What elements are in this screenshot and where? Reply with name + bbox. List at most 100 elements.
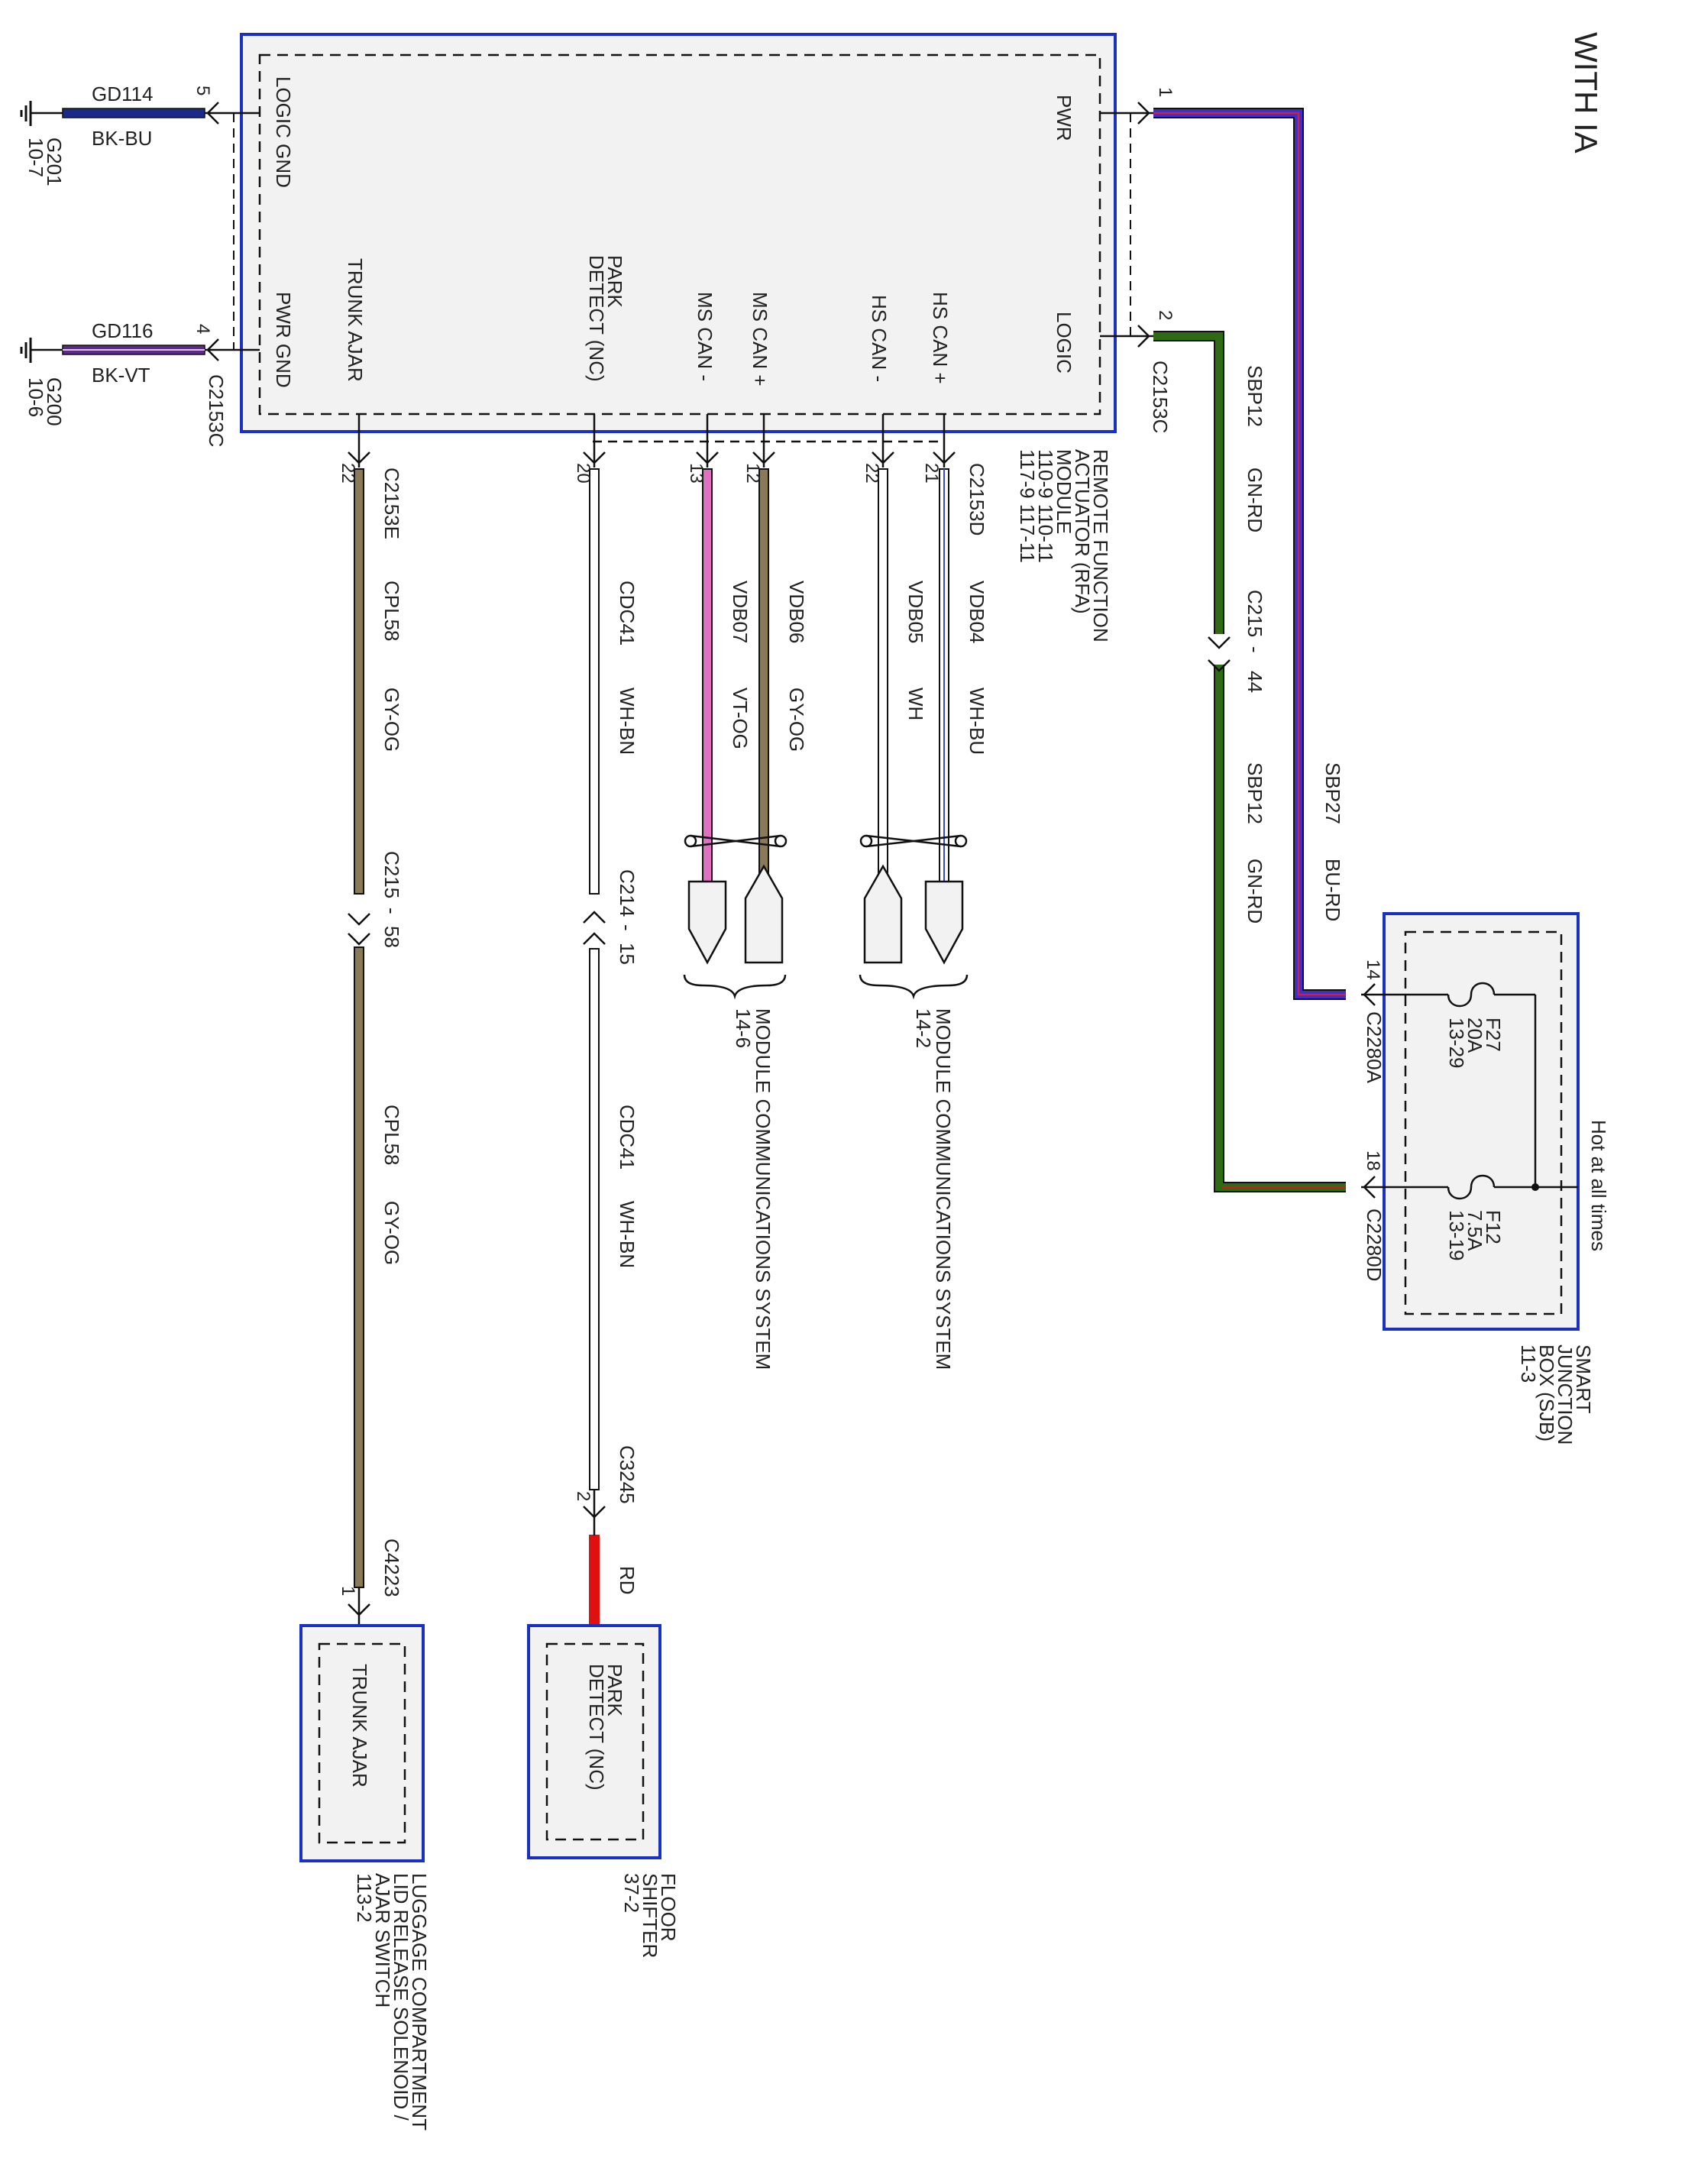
pin-label-ms-can-minus: MS CAN - [694,292,716,381]
pwr-sjb-pin: 14 [1363,959,1383,980]
park-detect-inline: C214 [616,869,639,917]
pin-label-logic: LOGIC [1053,312,1075,374]
park-detect-inline-pin: 15 [616,943,639,965]
logic-circuit: SBP12 [1244,365,1266,427]
connector-c2153c-left: C2153C [205,374,228,447]
wire-logic-sbp12: 2 C2153C SBP12 GN-RD C215 - 44 SBP12 GN-… [1100,310,1346,1192]
trunk-ajar-end-conn: C4223 [380,1539,403,1597]
ground-g200: GD116 BK-VT 4 G200 10-6 C2153C [20,319,260,447]
luggage-name-1: LUGGAGE COMPARTMENT [408,1873,431,2131]
pin-label-logic-gnd: LOGIC GND [272,76,295,188]
trunk-ajar-pin: 22 [338,463,358,484]
ground-circuit-gd116: GD116 [92,319,153,342]
wire-hs-can-plus: 21 C2153D VDB04 WH-BU [921,414,988,965]
wire-park-detect: 20 CDC41 WH-BN C214 - 15 CDC41 WH-BN C32… [573,414,639,1626]
hs-can-twist-icon [859,834,968,848]
ms-can-plus-circuit: VDB06 [785,581,808,643]
trunk-ajar-inline-dash: - [380,908,403,914]
pwr-color: BU-RD [1321,859,1344,921]
trunk-ajar-color: GY-OG [380,688,403,752]
wire-ms-can-minus: 13 VDB07 VT-OG [686,414,752,965]
connector-c2153d: C2153D [965,463,988,535]
hs-can-brace-icon [859,974,969,1000]
rfa-module-box [240,33,1117,433]
floor-shifter-pin-label-1: PARK [603,1664,626,1717]
diagram-title: WITH IA [1568,32,1604,154]
floor-shifter-name-1: FLOOR [657,1873,680,1942]
ms-can-plus-pin: 12 [742,463,763,484]
ground-name-g201: G201 [43,138,66,186]
wire-trunk-ajar: 22 C2153E CPL58 GY-OG C215 - 58 CPL58 GY… [338,414,403,1635]
ground-pin-gd116: 4 [192,324,213,334]
fuse-f27-page: 13-29 [1445,1018,1468,1069]
ms-can-minus-color: VT-OG [729,688,752,749]
ms-can-minus-circuit: VDB07 [729,581,752,643]
pin-label-pwr: PWR [1053,95,1075,141]
trunk-ajar-circuit: CPL58 [380,581,403,642]
trunk-ajar-end-pin: 1 [338,1586,358,1596]
module-comm-14-2: MODULE COMMUNICATIONS SYSTEM 14-2 [912,1008,955,1370]
fuse-f12-icon [1447,1174,1496,1200]
svg-text:SMART: SMART [1572,1344,1595,1414]
fuse-f27-name: F27 [1482,1018,1505,1052]
hs-can-plus-color: WH-BU [965,688,988,755]
hs-can-plus-circuit: VDB04 [965,581,988,643]
floor-shifter-pin-label-2: DETECT (NC) [585,1664,608,1791]
logic-circuit-2: SBP12 [1244,762,1266,824]
svg-text:ACTUATOR (RFA): ACTUATOR (RFA) [1071,449,1094,614]
floor-shifter-inner [545,1642,645,1841]
park-detect-color-2: WH-BN [616,1201,639,1268]
floor-shifter-box [527,1624,661,1859]
sjb-name: SMART JUNCTION BOX (SJB) 11-3 [1517,1344,1595,1445]
fuse-f12-name: F12 [1482,1210,1505,1244]
svg-text:MODULE: MODULE [1053,449,1075,534]
luggage-name-4: 113-2 [353,1873,376,1923]
pin-label-park-detect: PARK [603,255,626,309]
fuse-f27-rating: 20A [1463,1018,1486,1053]
pin-label-park-detect-2: DETECT (NC) [585,255,608,382]
hs-can-minus-pin: 22 [862,463,882,484]
svg-text:14-6: 14-6 [732,1008,755,1048]
pin-label-pwr-gnd: PWR GND [272,292,295,388]
luggage-compartment: TRUNK AJAR LUGGAGE COMPARTMENT LID RELEA… [299,1624,431,2131]
ground-circuit-gd114: GD114 [92,83,153,105]
svg-text:REMOTE FUNCTION: REMOTE FUNCTION [1089,449,1112,642]
smart-junction-box: Hot at all times F27 20A 13-29 14 C2280A… [1361,912,1610,1445]
pin-label-hs-can-plus: HS CAN + [929,292,952,384]
trunk-ajar-color-2: GY-OG [380,1201,403,1265]
connector-c2153e: C2153E [380,468,403,539]
ms-can-minus-arrow-icon [687,880,727,965]
fuse-f27-icon [1447,982,1496,1008]
sjb-hot-label: Hot at all times [1587,1120,1610,1251]
hs-can-minus-circuit: VDB05 [904,581,927,643]
svg-text:MODULE COMMUNICATIONS SYSTEM: MODULE COMMUNICATIONS SYSTEM [752,1008,775,1370]
svg-text:117-9 117-11: 117-9 117-11 [1016,449,1039,563]
logic-sjb-pin: 18 [1363,1150,1383,1171]
ground-g201: GD114 BK-BU 5 G201 10-7 [20,83,260,186]
pwr-pin: 1 [1155,87,1176,97]
floor-shifter-name-2: SHIFTER [639,1873,661,1958]
logic-inline-connector: C215 [1244,590,1266,637]
luggage-name-3: AJAR SWITCH [371,1873,394,2008]
trunk-ajar-inline: C215 [380,851,403,898]
ms-can-plus-arrow-icon [744,864,784,964]
hs-can-minus-color: WH [904,688,927,720]
logic-color: GN-RD [1244,468,1266,532]
park-detect-end-pin: 2 [573,1491,593,1501]
svg-text:MODULE COMMUNICATIONS SYSTEM: MODULE COMMUNICATIONS SYSTEM [932,1008,955,1370]
logic-inline-dash: - [1244,646,1266,653]
logic-sjb-conn: C2280D [1363,1208,1386,1281]
luggage-box [299,1624,425,1862]
logic-pin: 2 [1155,310,1176,320]
park-detect-end-conn: C3245 [616,1445,639,1504]
trunk-ajar-circuit-2: CPL58 [380,1105,403,1166]
wire-ms-can-plus: 12 VDB06 GY-OG [742,414,808,964]
pin-label-ms-can-plus: MS CAN + [749,292,771,387]
rfa-module: LOGIC GND PWR GND TRUNK AJAR PARK DETECT… [240,33,1117,642]
logic-inline-pin: 44 [1244,671,1266,693]
ground-color-gd114: BK-BU [92,127,152,150]
floor-shifter-name-3: 37-2 [620,1873,643,1913]
sjb-inner [1404,930,1563,1315]
rfa-module-inner [258,53,1101,416]
